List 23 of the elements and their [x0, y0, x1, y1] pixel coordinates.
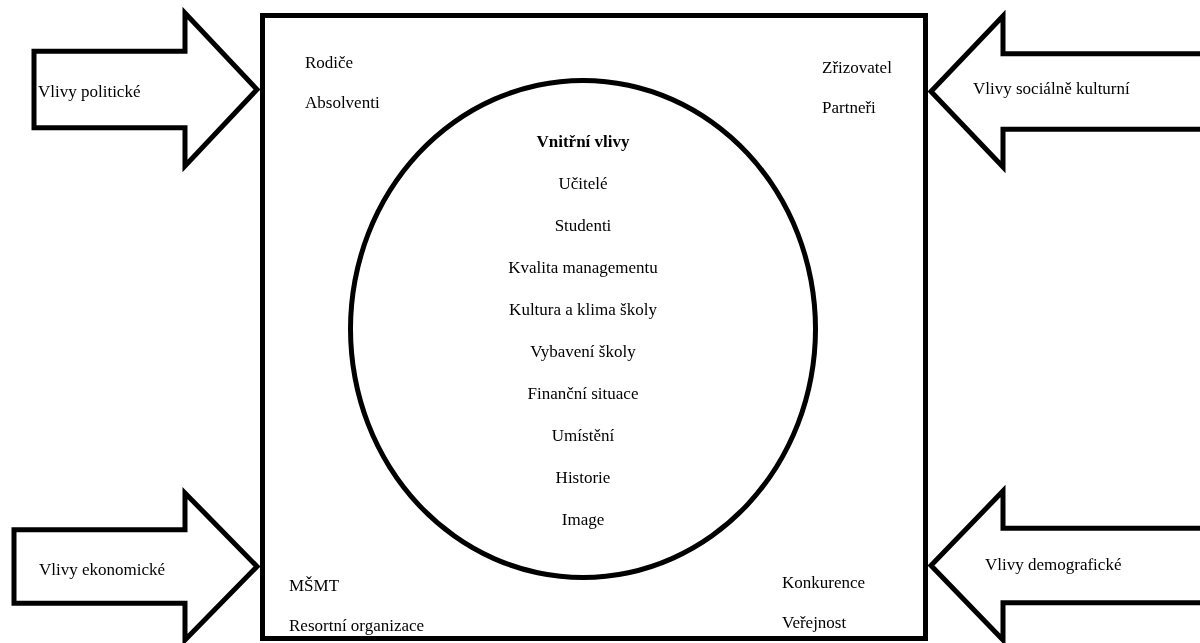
factor-label: MŠMT — [289, 576, 340, 596]
factor-label: Zřizovatel — [822, 58, 892, 78]
factor-label: Vybavení školy — [530, 341, 636, 363]
factor-label: Historie — [555, 467, 611, 489]
frame-box — [260, 13, 928, 641]
factor-label: Finanční situace — [527, 383, 639, 405]
factor-label: Resortní organizace — [289, 616, 425, 636]
factor-label: Učitelé — [558, 173, 608, 195]
arrow-label: Vlivy politické — [38, 82, 141, 102]
factor-label: Studenti — [554, 215, 612, 237]
factor-label: Kultura a klima školy — [509, 299, 657, 321]
factor-label: Image — [561, 509, 605, 531]
circle-heading: Vnitřní vlivy — [536, 131, 630, 153]
factor-label: Konkurence — [782, 573, 866, 593]
arrow-label: Vlivy demografické — [985, 555, 1122, 575]
arrow-label: Vlivy sociálně kulturní — [973, 79, 1130, 99]
factor-label: Veřejnost — [782, 613, 847, 633]
factor-label: Absolventi — [305, 93, 380, 113]
factor-label: Partneři — [822, 98, 876, 118]
factor-label: Umístění — [551, 425, 615, 447]
arrow-label: Vlivy ekonomické — [39, 560, 166, 580]
factor-label: Rodiče — [305, 53, 354, 73]
factor-label: Kvalita managementu — [508, 257, 658, 279]
